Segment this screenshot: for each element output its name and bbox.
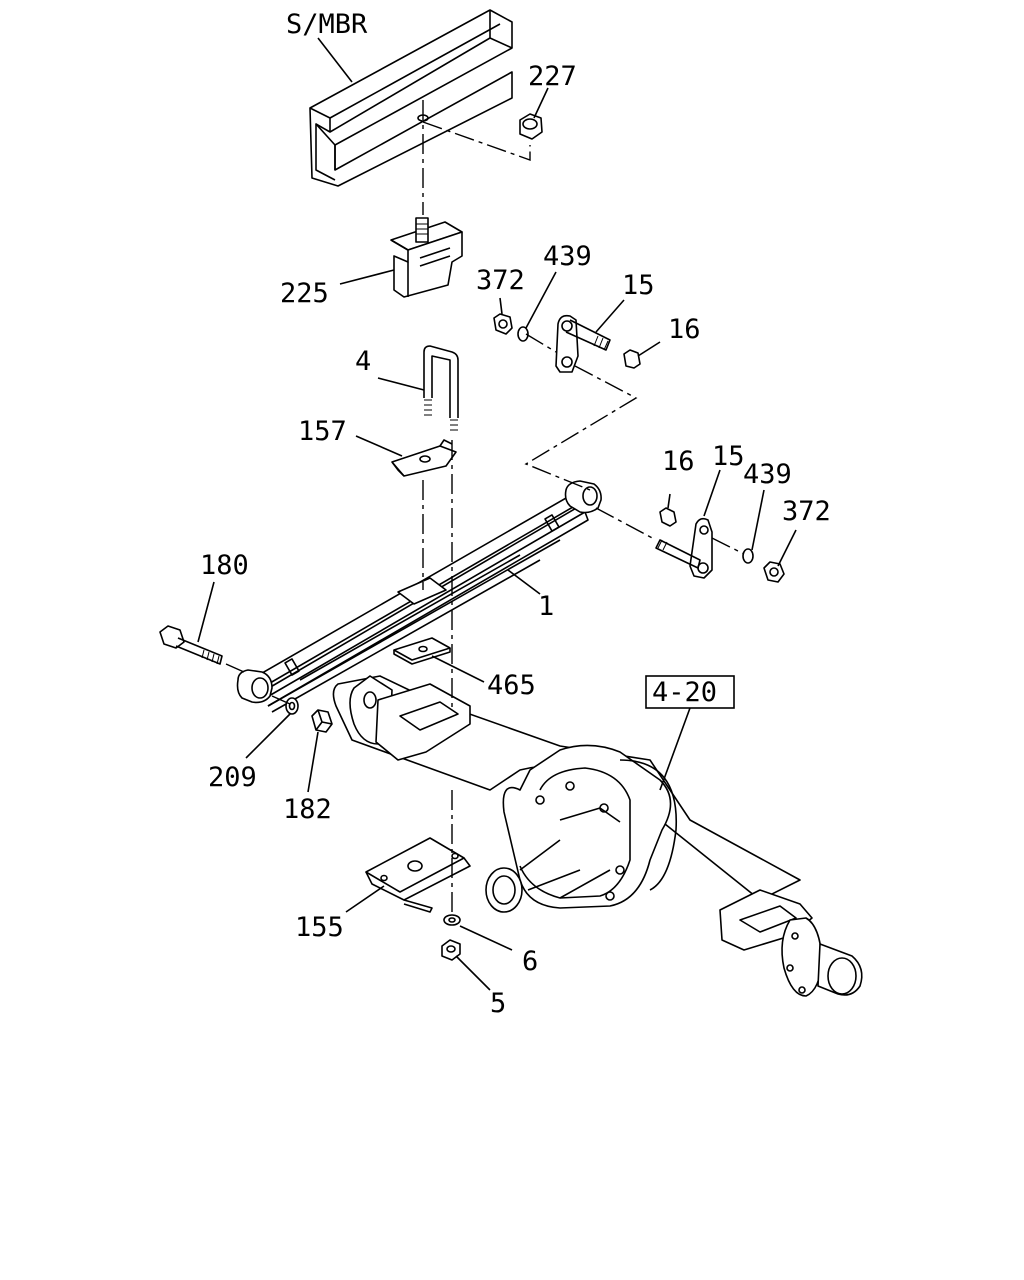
callout-209: 209 (208, 762, 257, 793)
side-member-frame-rail (309, 9, 513, 187)
u-bolt (423, 345, 459, 431)
callout-372-upper: 372 (476, 265, 525, 296)
u-bolt-lower-plate-155 (365, 837, 471, 913)
callout-labels: S/MBR 227 225 372 439 15 16 4 157 16 15 … (200, 9, 831, 1019)
reference-box-4-20 (645, 675, 735, 709)
callout-225: 225 (280, 278, 329, 309)
callout-182: 182 (283, 794, 332, 825)
callout-15-upper: 15 (622, 270, 655, 301)
callout-180: 180 (200, 550, 249, 581)
callout-16-upper: 16 (668, 314, 701, 345)
callout-439-upper: 439 (543, 241, 592, 272)
callout-439-front: 439 (743, 459, 792, 490)
callout-4: 4 (355, 346, 371, 377)
washer-209 (285, 697, 299, 715)
front-shackle-assembly (655, 507, 785, 583)
callout-4-20: 4-20 (652, 677, 717, 708)
leader-lines (197, 37, 797, 991)
callout-372-front: 372 (782, 496, 831, 527)
callout-1: 1 (538, 591, 554, 622)
callout-6: 6 (522, 946, 538, 977)
nut-227 (519, 113, 543, 140)
upper-shackle-assembly (493, 313, 641, 373)
nut-5 (441, 939, 461, 961)
spacer-plate-465 (393, 637, 451, 665)
nut-182 (311, 709, 333, 733)
washer-6 (443, 914, 461, 926)
callout-157: 157 (298, 416, 347, 447)
rear-axle-housing (332, 675, 863, 997)
callout-5: 5 (490, 988, 506, 1019)
callout-15-front: 15 (712, 441, 745, 472)
u-bolt-seat-plate-157 (391, 439, 457, 477)
callout-16-front: 16 (662, 446, 695, 477)
callout-465: 465 (487, 670, 536, 701)
bolt-180 (159, 625, 223, 665)
leaf-spring (236, 480, 602, 713)
callout-227: 227 (528, 61, 577, 92)
reference-label-smbr: S/MBR (286, 9, 368, 40)
bump-stopper (390, 217, 463, 298)
alignment-lines (225, 100, 745, 915)
callout-155: 155 (295, 912, 344, 943)
